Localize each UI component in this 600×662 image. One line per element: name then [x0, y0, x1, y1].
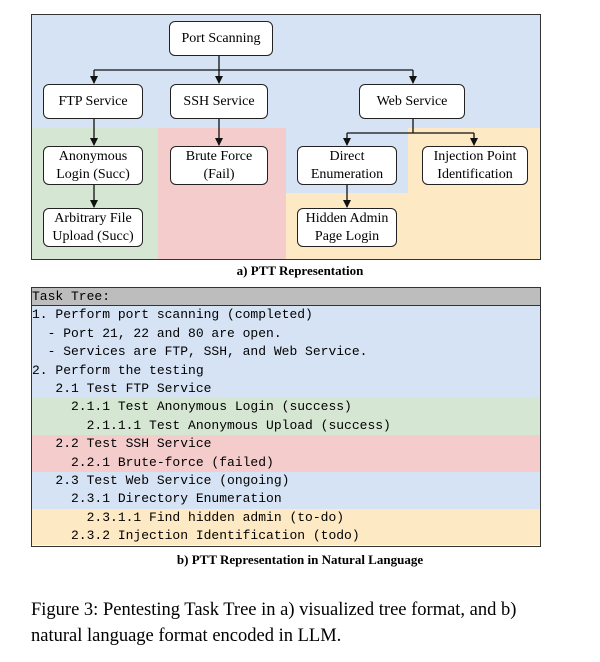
task-tree-line: 2. Perform the testing	[32, 361, 540, 380]
task-tree-line: 2.2.1 Brute-force (failed)	[32, 453, 540, 472]
task-tree-line: 1. Perform port scanning (completed)	[32, 306, 540, 325]
node-direct-enumeration: Direct Enumeration	[297, 146, 397, 185]
caption-ptt-representation: a) PTT Representation	[236, 263, 364, 278]
task-tree-line: 2.3.1.1 Find hidden admin (to-do)	[32, 508, 540, 528]
task-tree-line: - Services are FTP, SSH, and Web Service…	[32, 343, 540, 362]
node-web-service: Web Service	[359, 84, 465, 119]
figure-caption: Figure 3: Pentesting Task Tree in a) vis…	[31, 600, 517, 646]
ptt-tree-diagram: Port Scanning FTP Service SSH Service We…	[31, 14, 541, 260]
node-ssh-service: SSH Service	[170, 84, 268, 119]
task-tree-line: - Port 21, 22 and 80 are open.	[32, 324, 540, 344]
node-arbitrary-upload: Arbitrary File Upload (Succ)	[43, 208, 143, 247]
task-tree-line: 2.1 Test FTP Service	[32, 379, 540, 399]
node-ftp-service: FTP Service	[43, 84, 143, 119]
task-tree-line: 2.1.1 Test Anonymous Login (success)	[32, 398, 540, 417]
task-tree-line: 2.3.1 Directory Enumeration	[32, 490, 540, 509]
node-anonymous-login: Anonymous Login (Succ)	[43, 146, 143, 185]
caption-natural-language: b) PTT Representation in Natural Languag…	[176, 552, 424, 567]
node-hidden-admin: Hidden Admin Page Login	[297, 208, 397, 247]
task-tree-header: Task Tree:	[32, 288, 540, 307]
node-brute-force: Brute Force (Fail)	[170, 146, 268, 185]
tree-connectors	[90, 56, 478, 208]
task-tree-line: 2.2 Test SSH Service	[32, 435, 540, 454]
node-injection-point: Injection Point Identification	[422, 146, 528, 185]
node-port-scanning: Port Scanning	[169, 21, 273, 56]
task-tree-line: 2.3 Test Web Service (ongoing)	[32, 471, 540, 491]
task-tree-line: 2.3.2 Injection Identification (todo)	[32, 527, 540, 546]
task-tree-line: 2.1.1.1 Test Anonymous Upload (success)	[32, 416, 540, 436]
ptt-text-panel: Task Tree:1. Perform port scanning (comp…	[31, 287, 541, 547]
